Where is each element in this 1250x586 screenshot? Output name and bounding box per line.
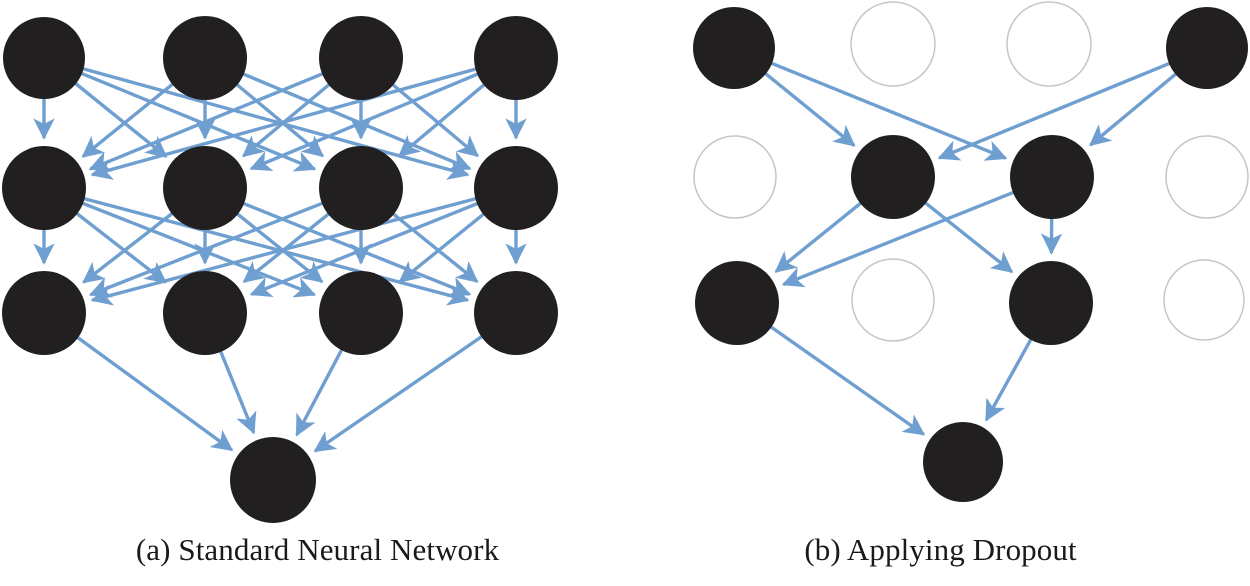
- edge-a-L1-N3-to-a-L2-N4: [391, 83, 480, 158]
- edge-a-L2-N4-to-a-L3-N2: [249, 201, 479, 297]
- active-neuron-node: [319, 146, 403, 230]
- active-neuron-node: [474, 146, 558, 230]
- active-neuron-node: [2, 271, 86, 355]
- active-neuron-node: [319, 16, 403, 100]
- caption-panel-b: (b) Applying Dropout: [804, 532, 1077, 567]
- captions-row: (a) Standard Neural Network (b) Applying…: [0, 525, 1250, 586]
- edge-a-L1-N1-to-a-L2-N2: [74, 81, 168, 158]
- dropped-neuron-node: [851, 258, 935, 342]
- edge-a-L1-N3-to-a-L2-N1: [88, 71, 324, 172]
- edge-b-L2-N2-to-b-L3-N3: [923, 201, 1014, 274]
- edge-a-L2-N3-to-a-L3-N4: [391, 212, 479, 283]
- active-neuron-node: [319, 271, 403, 355]
- caption-panel-a: (a) Standard Neural Network: [135, 532, 500, 567]
- dropped-neuron-node: [1163, 259, 1245, 341]
- active-neuron-node: [851, 135, 935, 219]
- active-neuron-node: [1166, 7, 1248, 89]
- active-neuron-node: [474, 16, 558, 100]
- active-neuron-node: [1009, 261, 1093, 345]
- edge-b-L1-N4-to-b-L2-N3: [1089, 72, 1178, 147]
- active-neuron-node: [474, 271, 558, 355]
- edge-b-L3-N1-to-b-L4-N1: [769, 325, 926, 436]
- edge-a-L2-N4-to-a-L3-N3: [398, 212, 486, 283]
- edge-a-L3-N4-to-a-L4-N1: [313, 334, 484, 453]
- edge-a-L1-N2-to-a-L2-N1: [81, 82, 175, 158]
- edge-a-L1-N1-to-a-L2-N4: [82, 66, 470, 180]
- edge-a-L3-N2-to-a-L4-N1: [218, 350, 257, 435]
- edge-a-L3-N3-to-a-L4-N1: [295, 348, 344, 437]
- dropped-neuron-node: [693, 135, 777, 219]
- edge-b-L1-N4-to-b-L2-N2: [937, 61, 1171, 161]
- edge-b-L3-N3-to-b-L4-N1: [984, 338, 1033, 422]
- edge-a-L3-N1-to-a-L4-N1: [76, 335, 234, 452]
- edge-a-L1-N4-to-a-L2-N2: [249, 72, 479, 172]
- dropped-neuron-node: [850, 1, 936, 87]
- edge-a-L2-N1-to-a-L3-N4: [83, 196, 470, 306]
- dropped-neuron-node: [1006, 1, 1092, 87]
- edge-b-L1-N1-to-b-L2-N2: [763, 71, 856, 147]
- active-neuron-node: [3, 17, 85, 99]
- edge-b-L2-N2-to-b-L3-N1: [774, 201, 863, 273]
- dropped-neuron-node: [1165, 135, 1249, 219]
- edge-a-L2-N2-to-a-L3-N1: [82, 211, 174, 284]
- active-neuron-node: [1010, 135, 1094, 219]
- edge-a-L1-N4-to-a-L2-N3: [397, 83, 486, 158]
- active-neuron-node: [230, 437, 316, 523]
- nodes-layer: [2, 1, 1249, 523]
- active-neuron-node: [923, 422, 1003, 502]
- edge-b-L1-N1-to-b-L2-N3: [770, 61, 1008, 161]
- active-neuron-node: [695, 261, 779, 345]
- edge-a-L1-N4-to-a-L2-N1: [90, 67, 477, 180]
- edges-layer: [33, 61, 1178, 453]
- active-neuron-node: [2, 146, 86, 230]
- edge-b-L2-N3-to-b-L3-N1: [781, 190, 1015, 288]
- active-neuron-node: [693, 7, 775, 89]
- edge-a-L2-N3-to-a-L3-N1: [88, 201, 324, 298]
- active-neuron-node: [163, 271, 247, 355]
- edge-a-L2-N4-to-a-L3-N1: [90, 196, 477, 306]
- active-neuron-node: [163, 146, 247, 230]
- active-neuron-node: [163, 16, 247, 100]
